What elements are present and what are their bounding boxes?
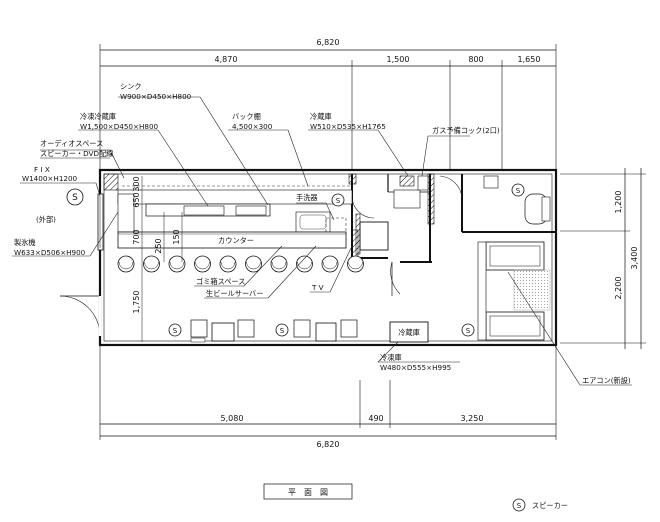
stool-icon	[143, 255, 160, 273]
top-dimensions: 6,820 4,870 1,500 800 1,650	[99, 38, 557, 170]
freezer-spec: W480×D555×H995	[380, 363, 451, 372]
dim-right-seg-1: 1,200	[614, 191, 623, 214]
legend-label: スピーカー	[532, 501, 568, 510]
dim-top-seg-3: 800	[468, 55, 483, 64]
speaker-dvd-label: スピーカー・DVD配線	[40, 149, 113, 158]
fix-window	[97, 193, 104, 251]
title-block: 平 面 図	[263, 483, 353, 500]
bottom-dimensions: 5,080 490 3,250 6,820	[99, 345, 557, 449]
gas-stove-label: ガス予備コック(2口)	[432, 126, 500, 135]
storage-door	[390, 261, 401, 296]
dim-left-150: 150	[172, 229, 181, 244]
dim-right-seg-2: 2,200	[614, 277, 623, 300]
fridge-label: 冷蔵庫	[310, 112, 332, 121]
stool-icon	[245, 255, 262, 273]
svg-text:S: S	[173, 327, 178, 335]
speaker-icon: S	[331, 193, 345, 207]
freezer-fridge-label: 冷凍冷蔵庫	[80, 112, 116, 121]
stool-seat-icon	[144, 261, 159, 270]
dim-left-1750: 1,750	[132, 291, 141, 314]
speaker-icon: S	[275, 323, 289, 337]
dim-left-300: 300	[132, 176, 141, 191]
right-dimensions: 1,200 2,200 3,400	[560, 168, 646, 349]
stool-icon	[194, 255, 211, 273]
dim-right-total: 3,400	[630, 247, 639, 270]
counter: カウンター	[117, 231, 347, 249]
freezer-label: 冷凍庫	[380, 353, 402, 362]
seating-left	[190, 319, 255, 343]
annotations: シンク W900×D450×H800 冷凍冷蔵庫 W1,500×D450×H80…	[14, 82, 631, 385]
trash-space-label: ゴミ箱スペース	[196, 277, 245, 286]
dim-left-250: 250	[154, 238, 163, 253]
outside-label: (外部)	[36, 215, 56, 224]
speaker-icon: S	[66, 188, 84, 206]
leader-lines	[12, 96, 632, 386]
stool-seat-icon	[169, 261, 185, 270]
stool-seat-icon	[195, 261, 210, 270]
dim-top-seg-1: 4,870	[215, 55, 238, 64]
dim-left-650: 650	[132, 192, 141, 207]
stool-icon	[321, 255, 339, 273]
freezer-box: 冷蔵庫	[389, 321, 429, 343]
ice-maker-label: 製氷機	[14, 238, 36, 247]
svg-text:S: S	[280, 327, 285, 335]
counter-label: カウンター	[218, 236, 254, 245]
plan-title: 平 面 図	[288, 488, 328, 497]
dim-bottom-seg-2: 490	[368, 414, 383, 423]
hand-wash-label: 手洗器	[296, 193, 318, 202]
freezer-fridge-spec: W1,500×D450×H800	[80, 122, 159, 131]
stool-icon	[168, 255, 186, 273]
stool-seat-icon	[271, 261, 287, 270]
tv-label: T V	[311, 283, 324, 292]
fix-spec: W1400×H1200	[22, 174, 78, 183]
stool-seat-icon	[322, 261, 338, 270]
back-shelf-spec: 4,500×300	[232, 122, 273, 131]
sofa-area	[477, 241, 551, 341]
seating-right	[293, 319, 358, 342]
speaker-icon: S	[511, 183, 525, 197]
sink-label: シンク	[120, 82, 142, 91]
svg-text:S: S	[72, 193, 78, 203]
stool-seat-icon	[246, 261, 261, 270]
svg-text:S: S	[336, 197, 341, 205]
dim-top-total: 6,820	[317, 38, 340, 47]
beer-server-label: 生ビールサーバー	[206, 289, 263, 298]
stool-icon	[219, 255, 237, 273]
sink-spec: W900×D450×H800	[120, 92, 192, 101]
kitchen-counters	[117, 175, 429, 255]
left-inner-dimensions: 650 300 700 250 150 1,750	[132, 176, 183, 342]
stool-seat-icon	[348, 261, 363, 270]
speaker-icon: S	[461, 323, 475, 337]
speaker-icon: S	[168, 323, 182, 337]
svg-text:S: S	[516, 187, 521, 195]
stool-icon	[347, 255, 364, 273]
aircon-label: エアコン(新設)	[582, 376, 631, 385]
audio-space-label: オーディオスペース	[40, 139, 103, 148]
dim-top-seg-4: 1,650	[518, 55, 541, 64]
speaker-legend-icon	[512, 498, 526, 512]
stool-seat-icon	[297, 261, 312, 270]
dim-bottom-seg-3: 3,250	[461, 414, 484, 423]
svg-text:S: S	[466, 327, 471, 335]
stool-icon	[117, 255, 135, 273]
speakers: S S S S S S	[66, 183, 525, 337]
toilet-room	[483, 175, 551, 225]
fix-label: F I X	[34, 165, 50, 174]
ice-maker-spec: W633×D506×H900	[14, 248, 86, 257]
dim-left-700: 700	[132, 229, 141, 244]
counter-stools	[117, 255, 364, 273]
stool-seat-icon	[118, 261, 134, 270]
dim-top-seg-2: 1,500	[387, 55, 410, 64]
dim-bottom-seg-1: 5,080	[221, 414, 244, 423]
fridge-spec: W510×D535×H1765	[310, 122, 386, 131]
legend: S スピーカー	[512, 498, 568, 512]
back-shelf-label: バック棚	[232, 112, 261, 121]
stool-seat-icon	[220, 261, 236, 270]
freezer-box-label: 冷蔵庫	[398, 328, 420, 337]
stool-icon	[270, 255, 288, 273]
dim-bottom-total: 6,820	[317, 440, 340, 449]
entrance-door	[59, 295, 102, 337]
legend-symbol: S	[517, 502, 522, 510]
